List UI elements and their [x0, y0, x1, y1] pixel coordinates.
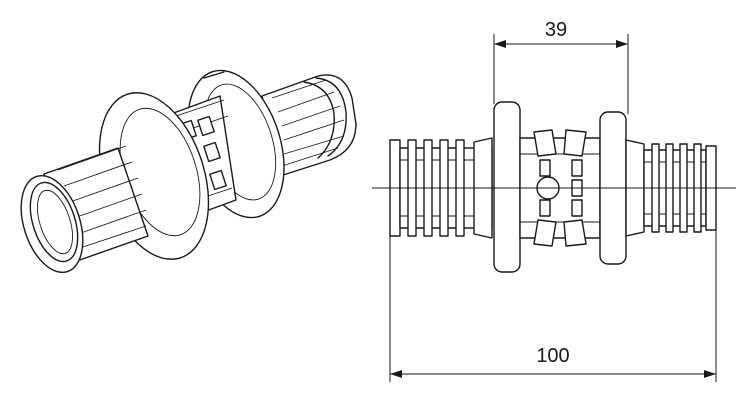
arrowhead-left-bottom [390, 370, 402, 378]
iso-right-pipe-end [261, 74, 357, 177]
arrowhead-right [616, 40, 628, 48]
dimension-label-39: 39 [545, 19, 567, 41]
arrowhead-right-bottom [704, 370, 716, 378]
dimension-bottom: 100 [389, 230, 717, 382]
dimension-top: 39 [493, 19, 629, 114]
isometric-view [20, 69, 357, 274]
arrowhead-left [494, 40, 506, 48]
side-view [372, 101, 736, 273]
iso-left-pipe-end [20, 145, 149, 274]
side-left-collar [493, 101, 521, 273]
dimension-label-100: 100 [536, 345, 569, 367]
